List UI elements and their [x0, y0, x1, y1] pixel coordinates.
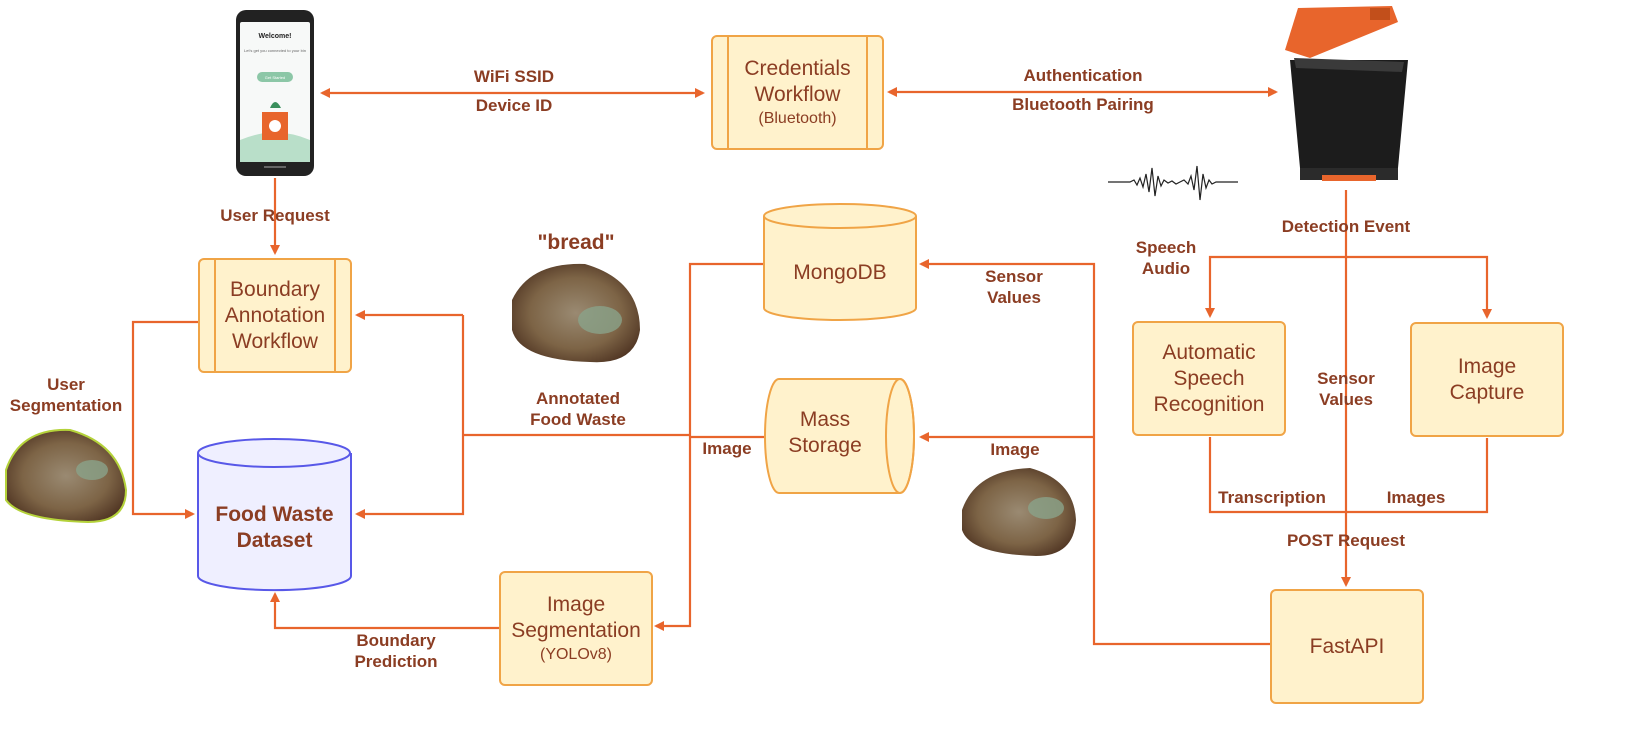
label-speech-audio: Speech Audio [1126, 237, 1206, 279]
edge-images [1346, 438, 1489, 514]
edge-transcription [1208, 437, 1346, 514]
label-user-segmentation: User Segmentation [6, 374, 126, 416]
label-annotated-food-waste-2: Food Waste [530, 410, 626, 429]
asr-box: Automatic Speech Recognition [1132, 321, 1286, 436]
edge-user-segmentation [131, 320, 198, 519]
edge-boundary-prediction [270, 592, 500, 630]
bread-image-left [5, 428, 128, 524]
boundary-annotation-line1: Boundary [230, 277, 320, 301]
credentials-title-1: Credentials [744, 56, 851, 80]
edge-fastapi-out [919, 259, 1270, 646]
mongodb-cylinder [763, 203, 917, 321]
phone-welcome-text: Welcome! [259, 33, 292, 40]
smartphone [236, 10, 314, 176]
mass-storage-line1: Mass [799, 408, 851, 431]
mongodb-label: MongoDB [793, 261, 887, 284]
image-segmentation-line1: Image [546, 592, 606, 616]
food-waste-dataset-cylinder [197, 438, 352, 592]
smart-bin [1285, 6, 1408, 181]
label-device-id: Device ID [475, 96, 553, 115]
food-waste-dataset-line2: Dataset [236, 529, 313, 552]
edge-mongodb-annotation [463, 262, 764, 437]
label-boundary-prediction: Boundary Prediction [340, 630, 452, 672]
bread-image-right [962, 468, 1076, 556]
boundary-annotation-line2: Annotation [224, 303, 326, 327]
edge-speech-audio [1205, 255, 1346, 318]
mass-storage-label: Mass Storage [766, 407, 884, 459]
label-sensor-values-mid-2: Values [1319, 390, 1373, 409]
label-authentication: Authentication [1023, 66, 1143, 85]
label-boundary-prediction-1: Boundary [356, 631, 436, 650]
edge-annotation-return [355, 315, 465, 519]
label-post-request: POST Request [1286, 531, 1406, 550]
edge-image-capture [1346, 255, 1492, 319]
image-capture-line2: Capture [1449, 380, 1525, 404]
label-sensor-values-mid: Sensor Values [1298, 368, 1394, 410]
image-capture-line1: Image [1457, 354, 1517, 378]
fastapi-box: FastAPI [1270, 589, 1424, 704]
mass-storage-cylinder [764, 378, 915, 494]
asr-line1: Automatic [1162, 340, 1256, 364]
image-capture-box: Image Capture [1410, 322, 1564, 437]
image-segmentation-sub: (YOLOv8) [539, 645, 612, 663]
label-speech-audio-2: Audio [1141, 259, 1191, 278]
label-images: Images [1386, 488, 1446, 507]
label-annotated-food-waste: Annotated Food Waste [518, 388, 638, 430]
label-sensor-values-top: Sensor Values [965, 266, 1063, 308]
label-image-left: Image [702, 439, 752, 458]
label-speech-audio-1: Speech [1135, 238, 1197, 257]
asr-line3: Recognition [1153, 392, 1265, 416]
label-detection-event: Detection Event [1281, 217, 1411, 236]
label-annotated-food-waste-1: Annotated [535, 389, 621, 408]
label-user-request: User Request [220, 206, 330, 225]
image-segmentation-line2: Segmentation [511, 618, 641, 642]
label-wifi-ssid: WiFi SSID [473, 67, 555, 86]
bread-image-top [512, 263, 640, 363]
label-transcription: Transcription [1218, 488, 1326, 507]
boundary-annotation-workflow-box: Boundary Annotation Workflow [198, 258, 352, 373]
food-waste-dataset-line1: Food Waste [215, 503, 334, 526]
label-sensor-values-mid-1: Sensor [1317, 369, 1375, 388]
label-user-segmentation-1: User [47, 375, 85, 394]
label-user-segmentation-2: Segmentation [9, 396, 123, 415]
credentials-sub: (Bluetooth) [758, 109, 837, 127]
audio-waveform-icon [1108, 165, 1238, 201]
label-boundary-prediction-2: Prediction [354, 652, 438, 671]
boundary-annotation-line3: Workflow [232, 329, 318, 353]
edge-image-segmentation-input [654, 435, 764, 631]
image-segmentation-box: Image Segmentation (YOLOv8) [499, 571, 653, 686]
phone-body-text: Let's get you connected to your bin [244, 48, 306, 53]
label-bluetooth-pairing: Bluetooth Pairing [1012, 95, 1154, 114]
label-image-right: Image [990, 440, 1040, 459]
mass-storage-line2: Storage [788, 434, 862, 457]
food-waste-dataset-label: Food Waste Dataset [198, 502, 351, 554]
credentials-workflow-box: Credentials Workflow (Bluetooth) [711, 35, 884, 150]
fastapi-label: FastAPI [1309, 634, 1385, 658]
asr-line2: Speech [1173, 366, 1245, 390]
credentials-title-2: Workflow [754, 82, 841, 106]
label-sensor-values-top-2: Values [987, 288, 1041, 307]
label-bread: "bread" [537, 231, 615, 254]
label-sensor-values-top-1: Sensor [985, 267, 1043, 286]
phone-button-text: Get Started [265, 75, 285, 80]
